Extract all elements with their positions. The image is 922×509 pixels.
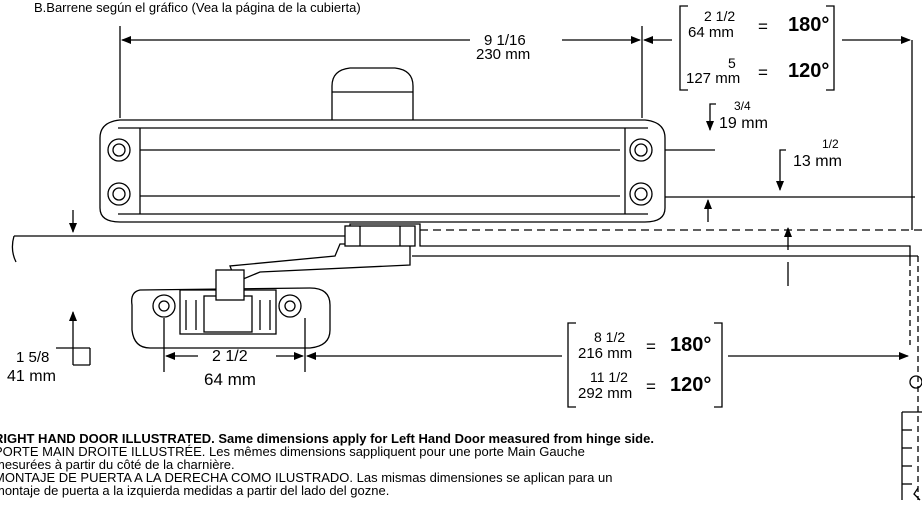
closer-arm — [229, 243, 411, 283]
closer-cap — [331, 67, 414, 120]
note-spanish-line2: montaje de puerta a la izquierda medidas… — [0, 483, 390, 498]
bottom-box-row1-equals: = — [646, 337, 656, 356]
bottom-box-row2-fraction: 11 1/2 — [590, 369, 628, 385]
overall-length-fraction: 9 1/16 — [484, 32, 526, 49]
top-box-row1-equals: = — [758, 17, 768, 36]
bottom-box-row1-metric: 216 mm — [578, 345, 633, 362]
overall-length-metric: 230 mm — [476, 46, 531, 63]
top-box-row2-fraction: 5 — [728, 55, 736, 71]
bottom-box-row1-fraction: 8 1/2 — [594, 329, 626, 345]
top-caption: B.Barrene según el gráfico (Vea la págin… — [34, 0, 361, 15]
bottom-box-row2-angle: 120° — [670, 374, 712, 396]
top-box-row1-angle: 180° — [788, 14, 830, 36]
bracket-drop-metric: 41 mm — [7, 368, 56, 385]
offset-top-metric: 19 mm — [719, 115, 768, 132]
bracket-holes-metric: 64 mm — [204, 370, 256, 389]
bottom-box-row2-metric: 292 mm — [578, 385, 633, 402]
top-box-row1-fraction: 2 1/2 — [704, 8, 736, 24]
closer-body — [99, 119, 666, 223]
offset-second-fraction: 1/2 — [822, 137, 839, 151]
note-french-line2: mesurées à partir du côté de la charnièr… — [0, 457, 235, 472]
offset-top-fraction: 3/4 — [734, 99, 751, 113]
top-box-row2-angle: 120° — [788, 60, 830, 82]
bottom-box-row1-angle: 180° — [670, 334, 712, 356]
top-box-row1-metric: 64 mm — [688, 24, 734, 41]
note-spanish-line1: MONTAJE DE PUERTA A LA DERECHA COMO ILUS… — [0, 470, 613, 485]
note-french-line1: PORTE MAIN DROITE ILLUSTRÉE. Les mêmes d… — [0, 444, 585, 459]
installation-notes: RIGHT HAND DOOR ILLUSTRATED. Same dimens… — [0, 432, 654, 497]
bracket-drop-fraction: 1 5/8 — [16, 349, 50, 366]
top-box-row2-equals: = — [758, 63, 768, 82]
note-english: RIGHT HAND DOOR ILLUSTRATED. Same dimens… — [0, 431, 654, 446]
top-box-row2-metric: 127 mm — [686, 70, 741, 87]
offset-second-metric: 13 mm — [793, 153, 842, 170]
bracket-holes-fraction: 2 1/2 — [212, 348, 248, 365]
closer-screw-holes — [107, 138, 653, 206]
bottom-box-row2-equals: = — [646, 377, 656, 396]
